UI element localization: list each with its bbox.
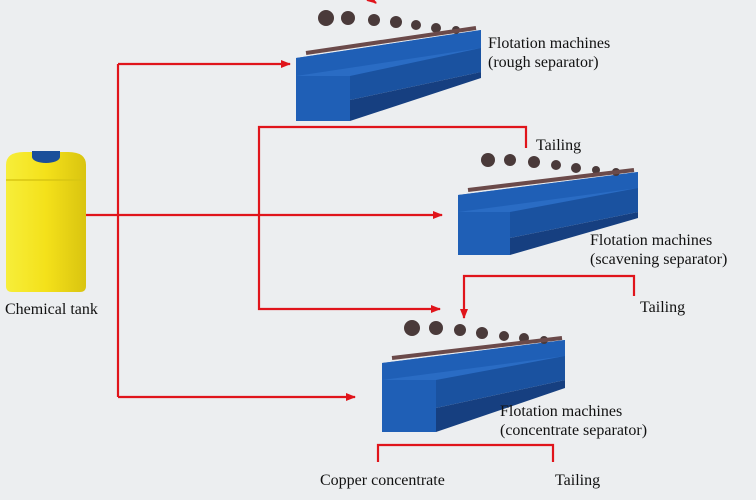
scavenging-separator-label: Flotation machines (scavening separator): [590, 232, 728, 268]
chemical-tank-icon: [6, 151, 86, 292]
rough-separator-label: Flotation machines (rough separator): [488, 35, 611, 71]
concentrate-separator-label: Flotation machines (concentrate separato…: [500, 403, 648, 439]
flow-lines: [86, 0, 636, 462]
tailing-label-2: Tailing: [640, 299, 686, 316]
chemical-tank-label: Chemical tank: [5, 301, 98, 318]
scavenging-flotation-machine-icon: [458, 153, 638, 255]
tailing-label-1: Tailing: [536, 137, 582, 154]
copper-concentrate-label: Copper concentrate: [320, 472, 445, 489]
rough-flotation-machine-icon: [296, 10, 481, 121]
concentrate-flotation-machine-icon: [382, 320, 565, 432]
tailing-label-3: Tailing: [555, 472, 601, 489]
